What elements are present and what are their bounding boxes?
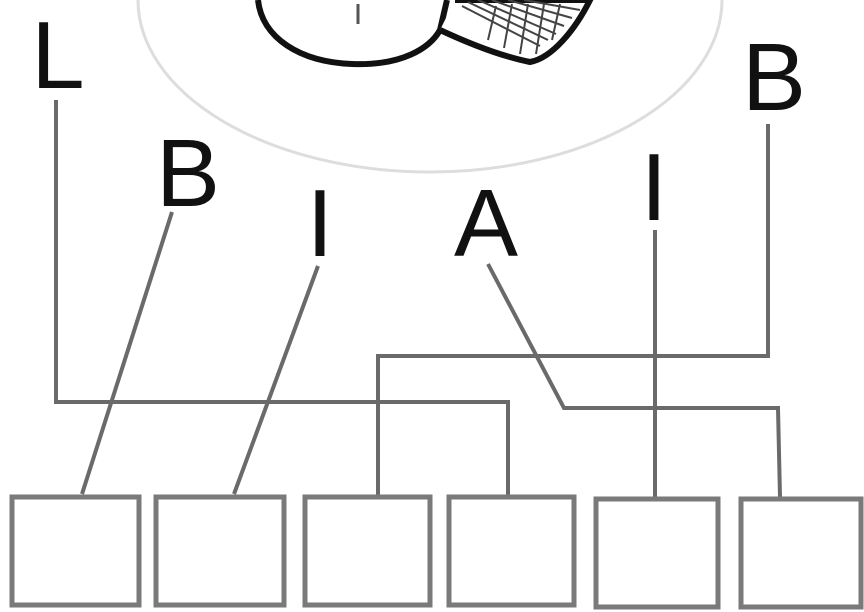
answer-box-1[interactable] — [12, 497, 139, 605]
answer-boxes — [12, 497, 861, 607]
answer-box-2[interactable] — [156, 497, 284, 605]
leader-line-i-left — [234, 266, 318, 494]
leader-line-l — [56, 100, 508, 497]
answer-box-4[interactable] — [449, 497, 574, 605]
answer-box-6[interactable] — [741, 499, 861, 607]
leader-line-a — [488, 264, 780, 497]
label-i-right: I — [641, 134, 668, 241]
answer-box-3[interactable] — [305, 497, 430, 605]
answer-box-5[interactable] — [596, 499, 718, 607]
label-b-right: B — [742, 24, 806, 131]
illustration-outline-arc — [138, 0, 722, 172]
rounded-part — [258, 0, 447, 64]
label-l: L — [31, 2, 84, 109]
label-a: A — [454, 170, 518, 277]
label-i-left: I — [307, 170, 334, 277]
leader-line-b-left — [82, 212, 172, 494]
leader-line-b-right — [378, 124, 768, 497]
label-b-left: B — [156, 120, 220, 227]
illustration — [138, 0, 722, 172]
